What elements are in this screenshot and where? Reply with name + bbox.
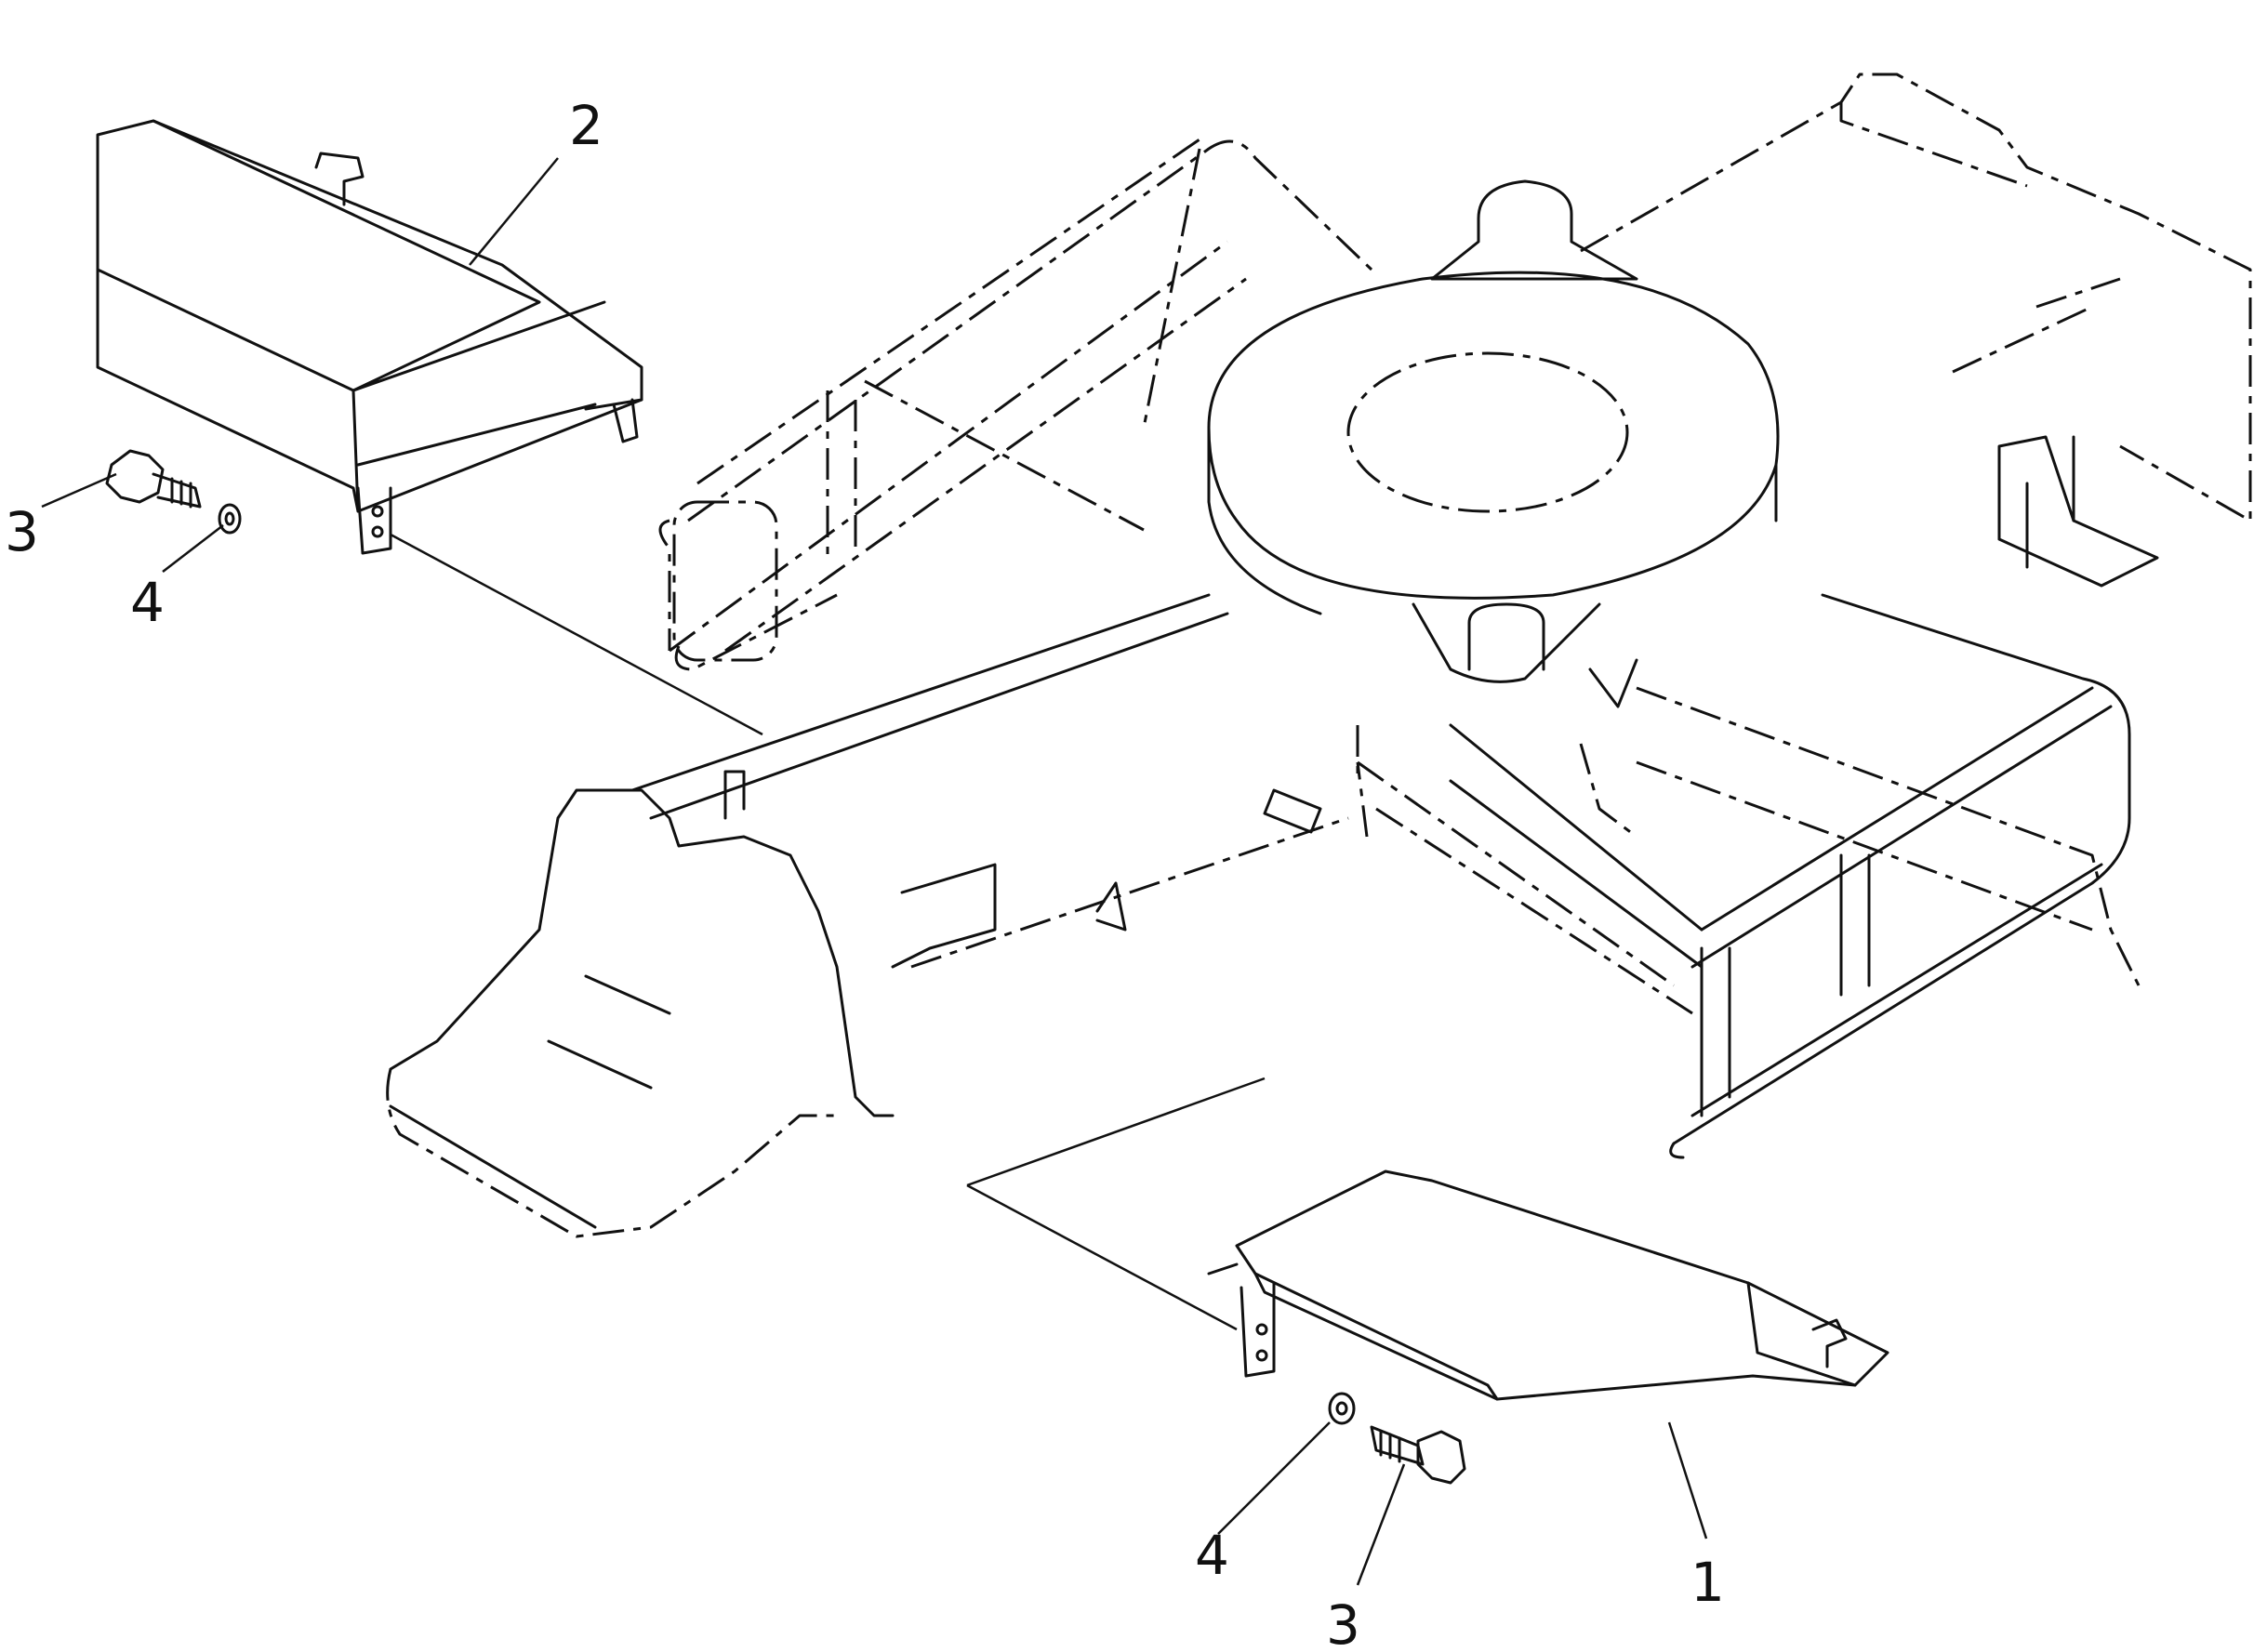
swing-circle: [1207, 179, 1780, 708]
washer-left[interactable]: [218, 503, 242, 535]
callout-4-left: 4: [130, 571, 165, 634]
callout-3-right: 3: [1326, 1593, 1360, 1652]
guard-left[interactable]: [96, 119, 763, 736]
bolt-left[interactable]: [105, 449, 202, 509]
leader-lines: [41, 157, 1708, 1586]
bolt-right[interactable]: [1370, 1425, 1466, 1485]
washer-right[interactable]: [1328, 1392, 1356, 1425]
callout-3-left: 3: [5, 500, 39, 563]
guard-right[interactable]: [966, 1077, 1889, 1401]
callout-4-right: 4: [1195, 1524, 1229, 1587]
callout-2: 2: [569, 94, 603, 157]
undercarriage-frame: [386, 73, 2252, 1238]
callout-1: 1: [1690, 1551, 1725, 1614]
callout-numbers: 2 3 4 4 3 1: [5, 94, 1725, 1652]
